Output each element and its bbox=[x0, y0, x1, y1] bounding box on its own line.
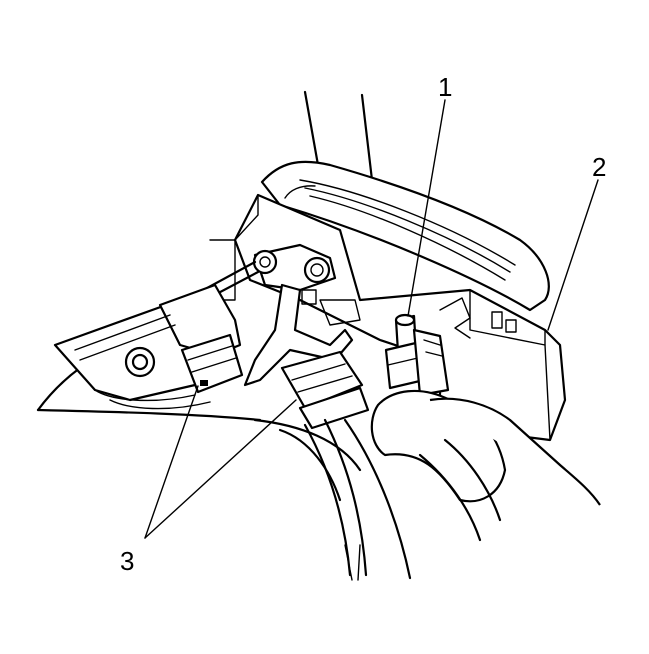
callout-3: 3 bbox=[120, 546, 134, 576]
wiring-harness bbox=[278, 418, 412, 581]
leader-line-2 bbox=[547, 179, 599, 331]
linkage-plate bbox=[183, 243, 337, 310]
center-connector bbox=[280, 350, 370, 430]
left-connector bbox=[180, 333, 244, 394]
technician-hand bbox=[370, 389, 601, 542]
left-bracket bbox=[53, 283, 242, 410]
leader-line-1 bbox=[407, 99, 446, 317]
callout-1: 1 bbox=[438, 72, 452, 102]
pedal-arm bbox=[303, 90, 374, 182]
right-clip bbox=[412, 328, 450, 397]
leader-lines bbox=[144, 99, 599, 539]
pedal-pad bbox=[260, 160, 550, 312]
callout-2: 2 bbox=[592, 152, 606, 182]
sensor-bolt bbox=[384, 313, 426, 390]
leader-line-3a bbox=[144, 385, 199, 539]
leader-line-3b bbox=[144, 399, 297, 539]
